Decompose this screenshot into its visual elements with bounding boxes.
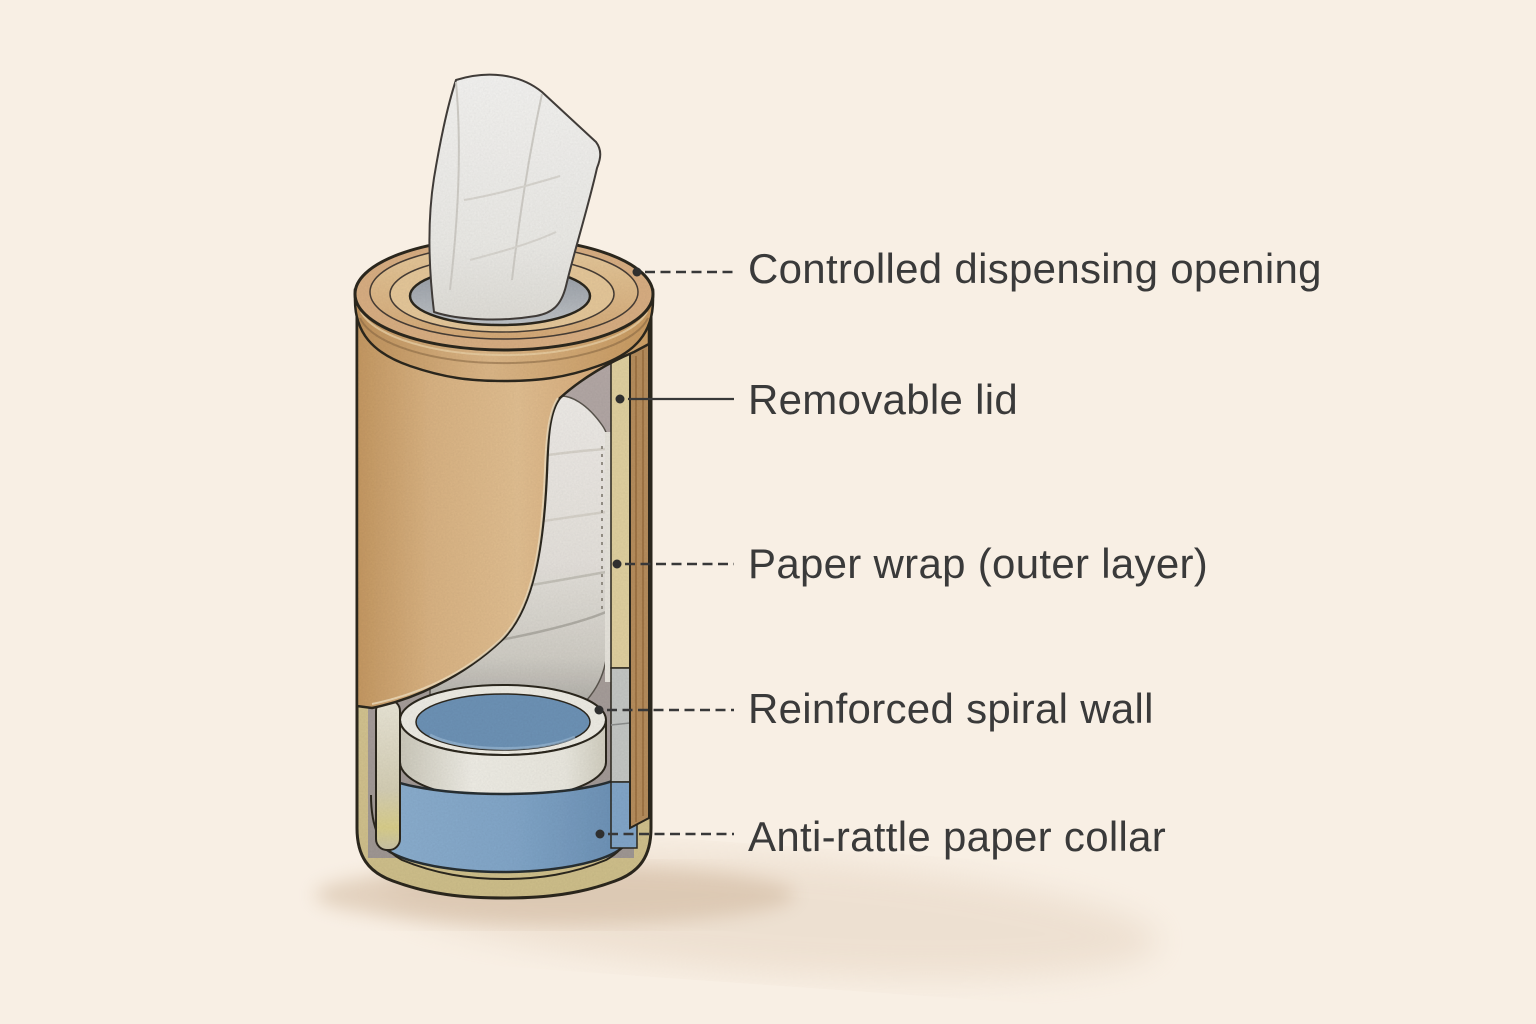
leader-lines xyxy=(594,267,734,839)
leader-anti-rattle-collar xyxy=(595,829,734,839)
leader-controlled-dispensing-opening xyxy=(632,267,734,277)
spiral-wall-ring xyxy=(399,684,607,800)
left-cut-edge xyxy=(375,699,401,851)
wrap-cut-edge-brown xyxy=(629,342,650,830)
tissue-sheet xyxy=(428,73,602,321)
leader-removable-lid xyxy=(615,394,734,404)
label-anti-rattle-paper-collar: Anti-rattle paper collar xyxy=(748,813,1167,861)
label-paper-wrap-outer-layer: Paper wrap (outer layer) xyxy=(748,540,1209,588)
leader-reinforced-spiral-wall xyxy=(594,705,734,715)
label-removable-lid: Removable lid xyxy=(748,376,1019,424)
leader-paper-wrap xyxy=(612,559,734,569)
label-controlled-dispensing-opening: Controlled dispensing opening xyxy=(748,245,1322,293)
right-cut-edge xyxy=(605,342,650,849)
label-reinforced-spiral-wall: Reinforced spiral wall xyxy=(748,685,1154,733)
